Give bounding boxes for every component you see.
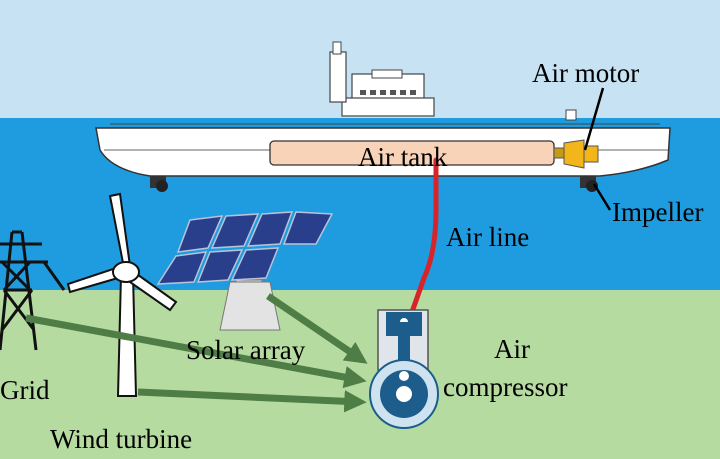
air-label: Air — [494, 334, 530, 364]
transmission-tower — [0, 230, 66, 351]
grid-label: Grid — [0, 375, 50, 405]
compressor-label: compressor — [443, 372, 568, 402]
arrow-turbine-to-compressor — [137, 388, 367, 413]
impeller-pointer — [592, 183, 612, 211]
air-motor — [553, 139, 599, 169]
impeller-label: Impeller — [612, 197, 704, 227]
solar-array-label: Solar array — [186, 335, 306, 365]
arrow-solar-to-compressor — [266, 293, 368, 364]
air-tank-label: Air tank — [358, 142, 448, 172]
air-line — [409, 157, 439, 315]
power-arrows — [25, 293, 368, 413]
air-motor-pointer — [583, 87, 605, 151]
air-compressor — [369, 309, 439, 429]
wind-turbine-label: Wind turbine — [50, 424, 193, 454]
air-line-label: Air line — [446, 222, 530, 252]
solar-array — [156, 211, 334, 331]
air-motor-label: Air motor — [532, 58, 640, 88]
arrow-grid-to-compressor — [25, 314, 367, 389]
